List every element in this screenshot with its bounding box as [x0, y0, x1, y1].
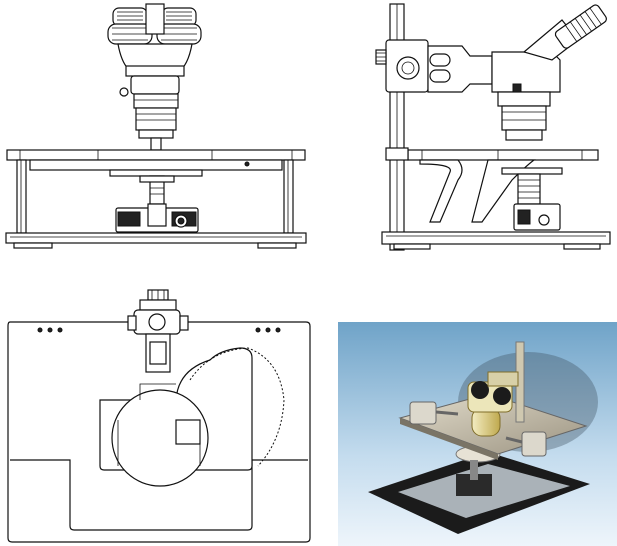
- front-view-panel: [0, 0, 312, 260]
- eyepiece-right: [156, 7, 202, 45]
- top-view-panel: [0, 280, 318, 546]
- side-view-panel: [312, 0, 617, 260]
- render-panel: [338, 322, 617, 546]
- eyepiece-left: [107, 7, 153, 45]
